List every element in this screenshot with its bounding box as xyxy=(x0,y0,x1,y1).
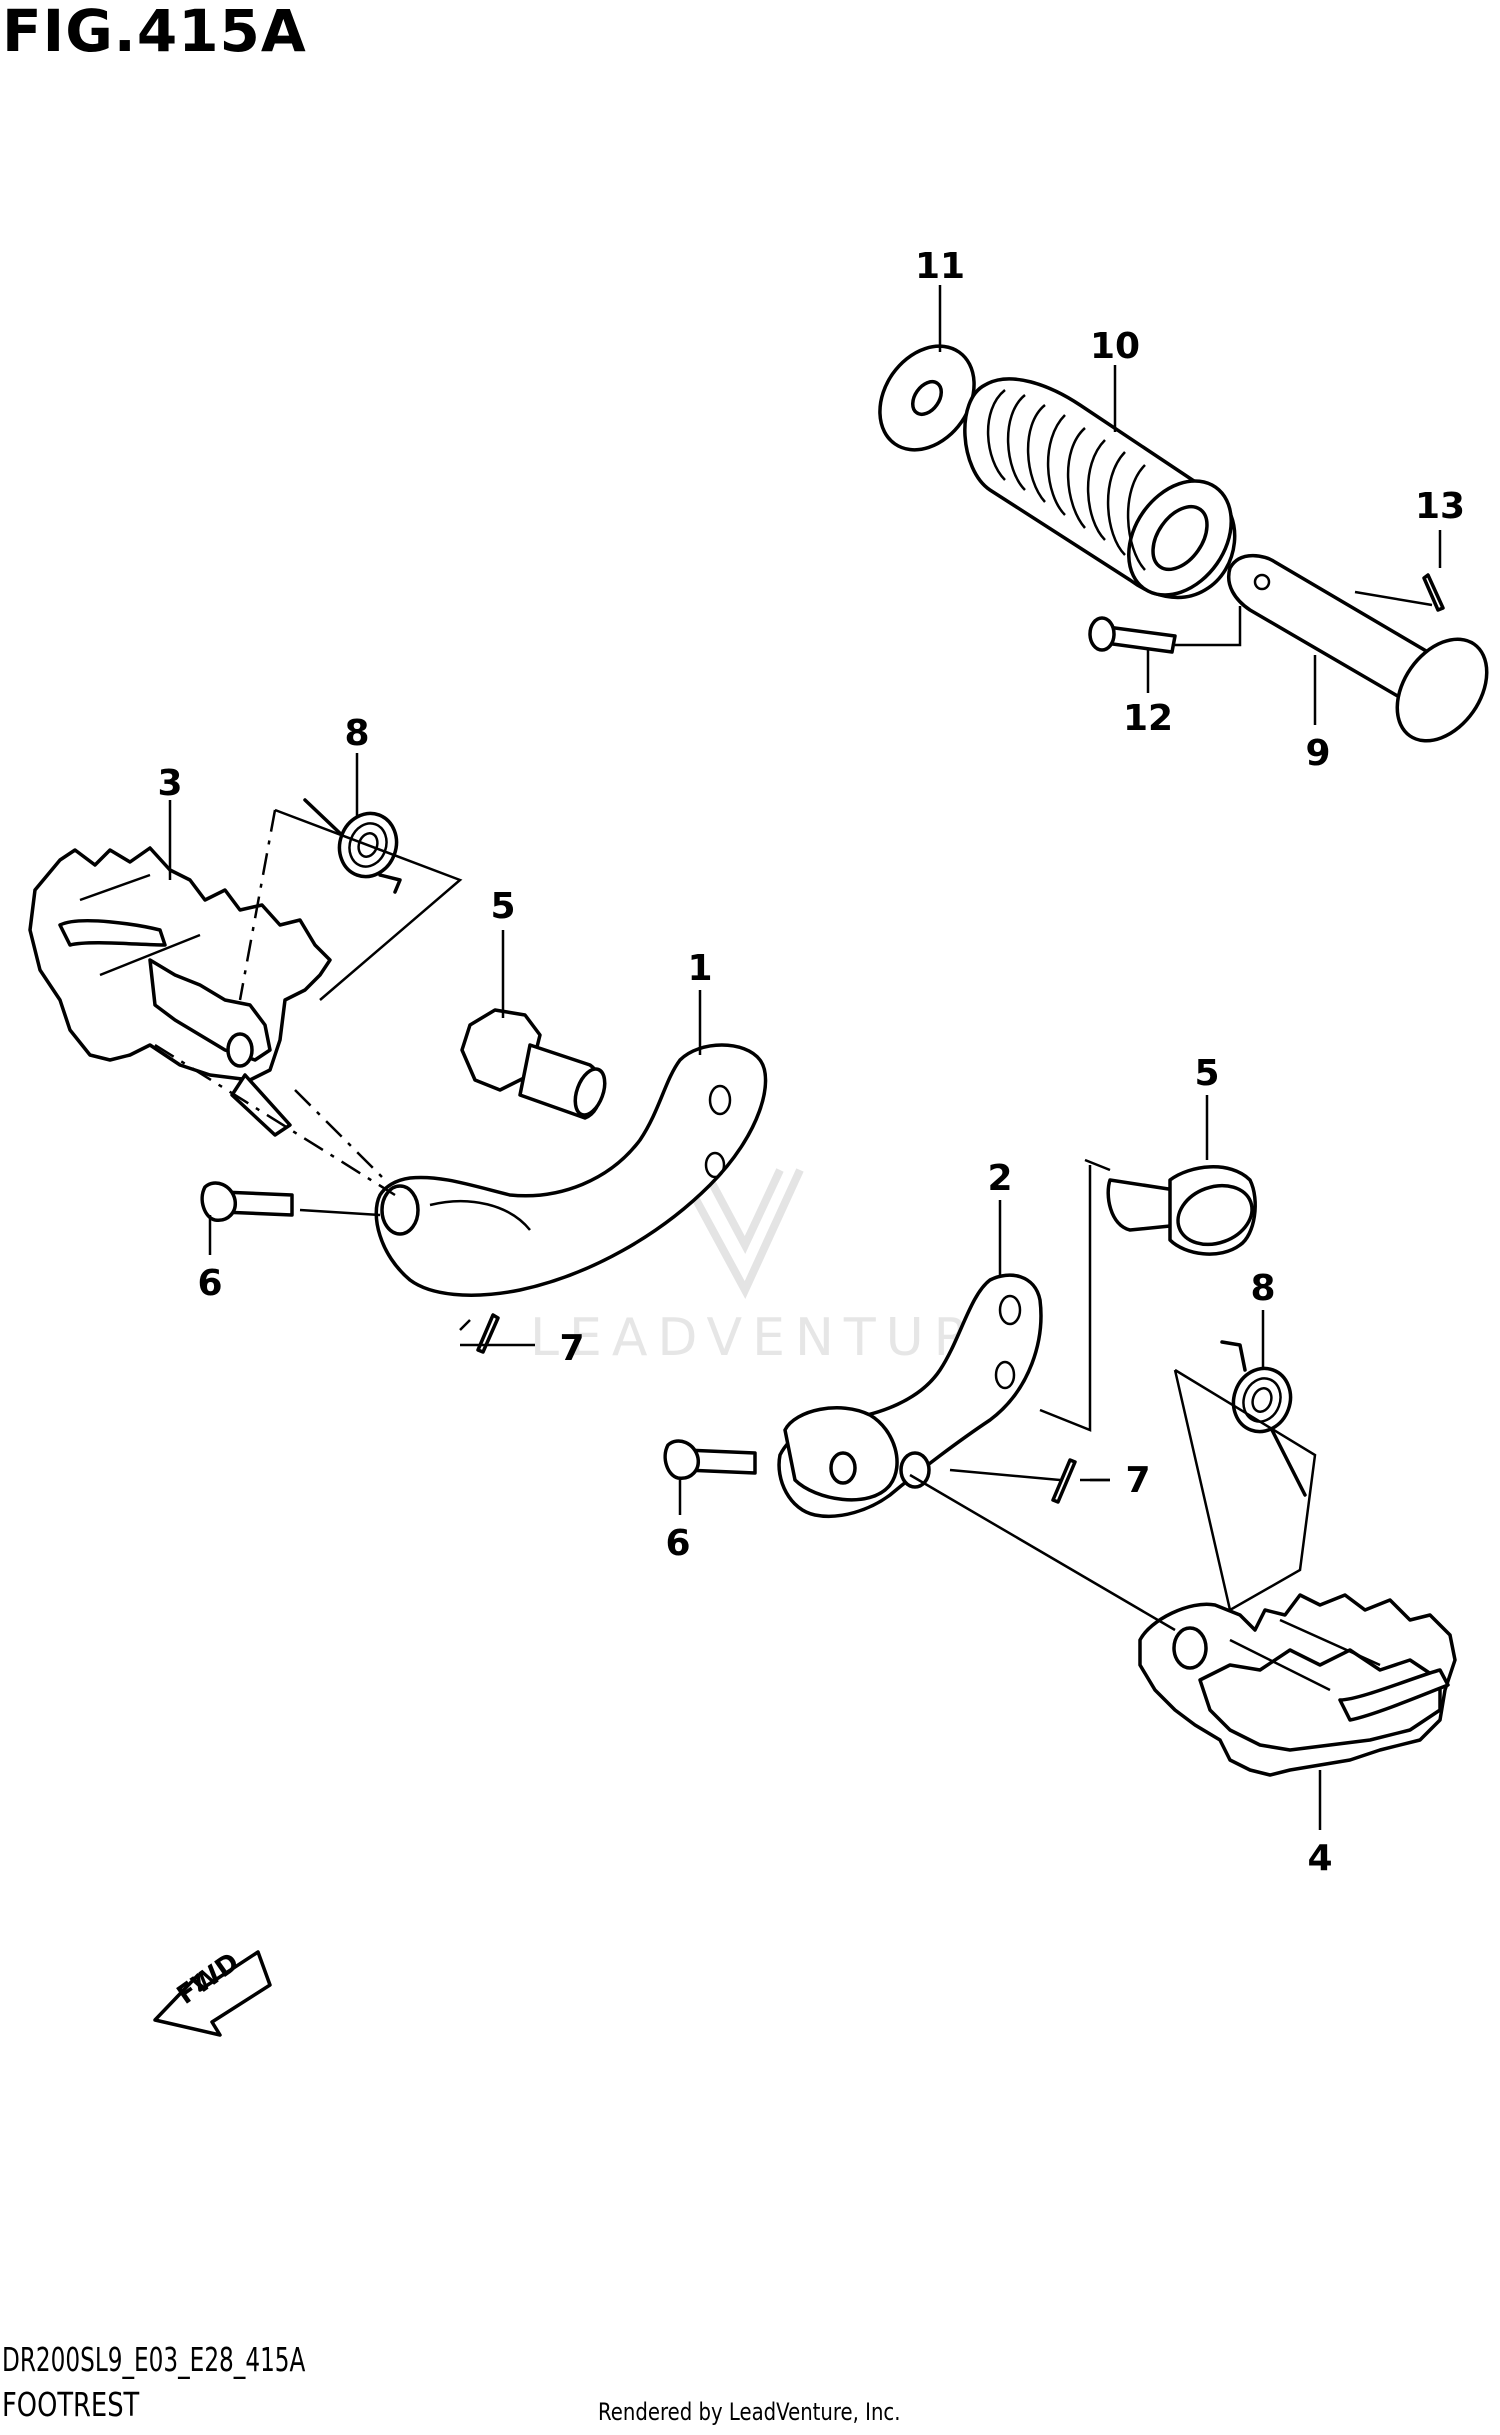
callout-11: 11 xyxy=(915,246,965,287)
watermark-text: LEADVENTURE xyxy=(530,1308,1023,1368)
footrest-bracket-part-2 xyxy=(777,1273,1043,1519)
callout-5-right: 5 xyxy=(1194,1053,1219,1094)
pin-part-6-left xyxy=(200,1181,294,1222)
callout-8-bottom: 8 xyxy=(1250,1268,1275,1309)
bolt-part-5-left xyxy=(460,1008,607,1120)
callout-7-right: 7 xyxy=(1125,1460,1150,1501)
callout-12: 12 xyxy=(1123,698,1173,739)
callout-7-left: 7 xyxy=(559,1328,584,1369)
pin-part-6-right xyxy=(663,1439,757,1480)
cotter-pin-part-13 xyxy=(1422,573,1445,612)
callout-6-left: 6 xyxy=(197,1263,222,1304)
callout-6-right: 6 xyxy=(665,1523,690,1564)
render-credit: Rendered by LeadVenture, Inc. xyxy=(598,2398,901,2426)
callout-10: 10 xyxy=(1090,326,1140,367)
footpeg-part-4 xyxy=(1138,1593,1457,1777)
footrest-bracket-part-1 xyxy=(374,1043,768,1297)
washer-part-11 xyxy=(878,344,976,452)
forward-direction-arrow: FWD xyxy=(153,1947,272,2037)
callout-8-top: 8 xyxy=(344,713,369,754)
callout-3: 3 xyxy=(157,763,182,804)
callout-leaders xyxy=(168,285,1442,1830)
callout-5-left: 5 xyxy=(490,886,515,927)
section-name: FOOTREST xyxy=(2,2385,140,2424)
callout-13: 13 xyxy=(1415,486,1465,527)
footrest-bar-part-9 xyxy=(1227,553,1489,743)
pin-part-12 xyxy=(1088,616,1177,654)
model-code: DR200SL9_E03_E28_415A xyxy=(2,2340,306,2379)
figure-title: FIG.415A xyxy=(2,0,307,65)
callout-1: 1 xyxy=(687,948,712,989)
footpeg-part-3 xyxy=(28,846,332,1137)
callout-2: 2 xyxy=(987,1158,1012,1199)
callout-9: 9 xyxy=(1305,733,1330,774)
bolt-part-5-right xyxy=(1106,1165,1257,1256)
cotter-pin-part-7-right xyxy=(1051,1458,1077,1504)
watermark-logo: LEADVENTURE xyxy=(530,1168,1023,1368)
callout-4: 4 xyxy=(1307,1838,1332,1879)
spring-part-8-top xyxy=(303,798,402,894)
footrest-rubber-part-10 xyxy=(963,377,1237,600)
cotter-pin-part-7-left xyxy=(476,1313,500,1354)
spring-part-8-bottom xyxy=(1220,1340,1307,1497)
callout-numbers: 11 10 13 12 9 8 3 5 1 6 7 5 2 8 7 6 4 xyxy=(157,246,1465,1879)
